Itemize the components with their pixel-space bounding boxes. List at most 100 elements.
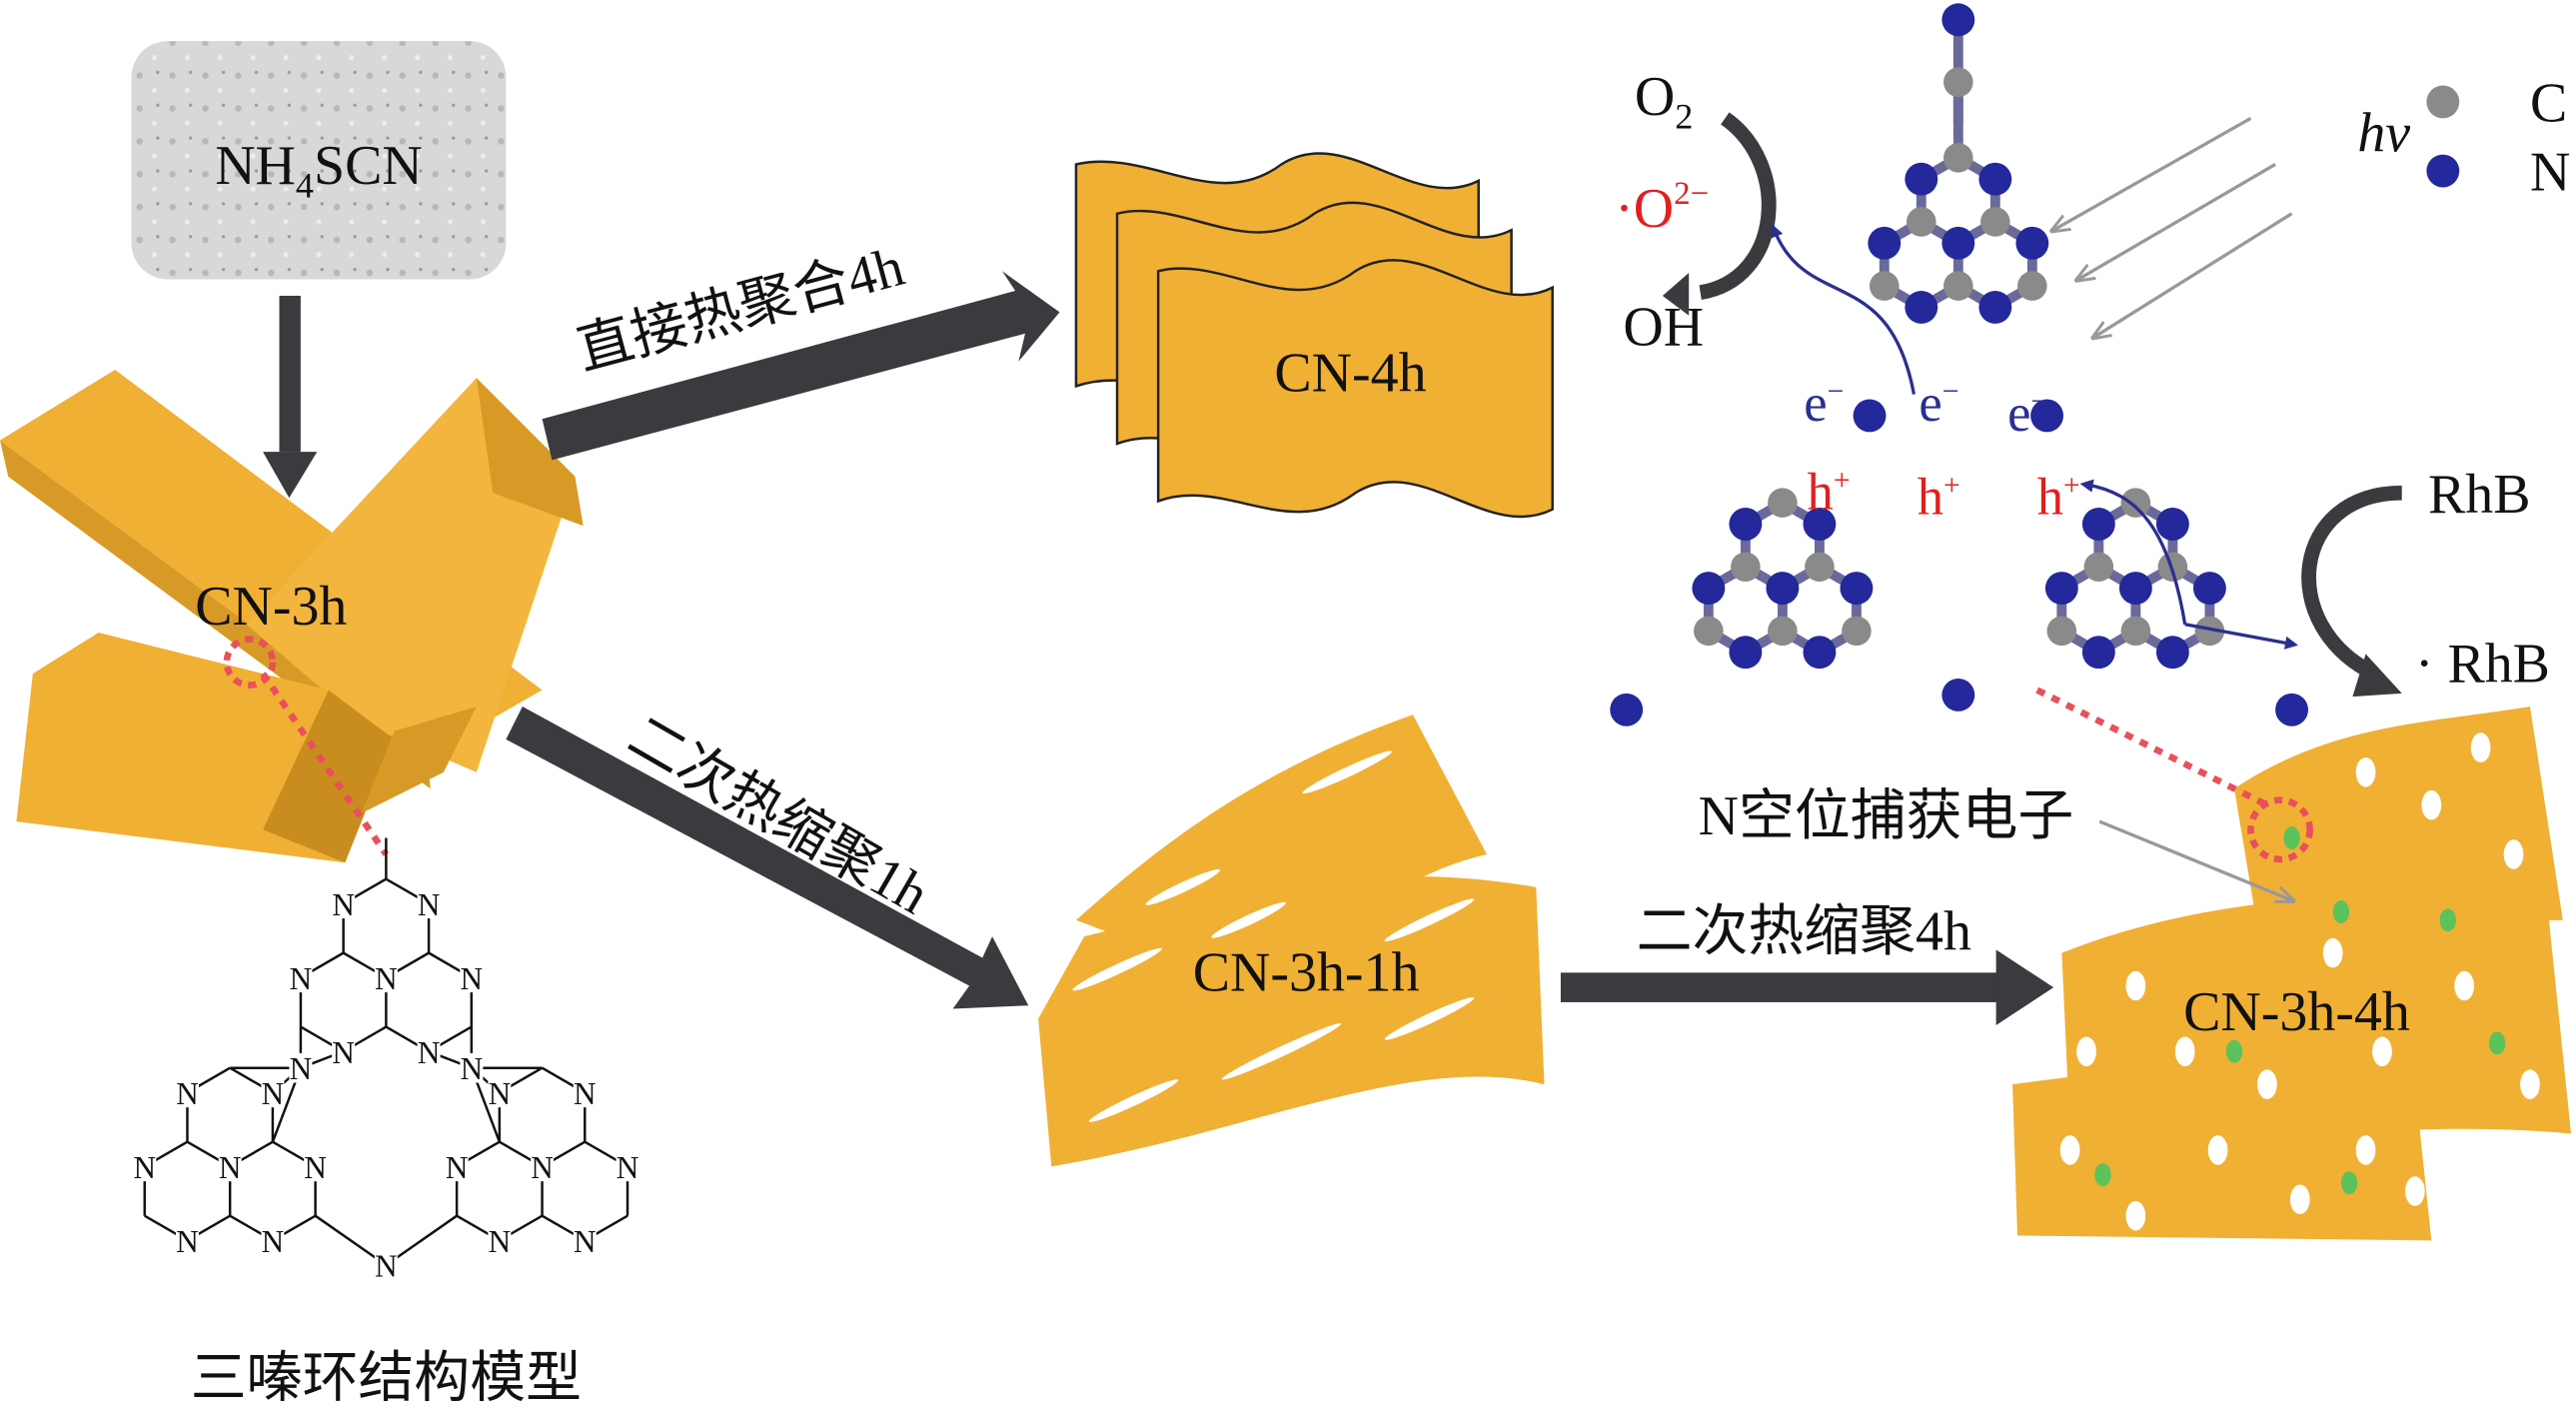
nitrogen-vacancy-dot xyxy=(2094,1163,2111,1187)
nitrogen-vacancy-dot xyxy=(2225,1039,2243,1063)
light-ray xyxy=(2078,163,2276,279)
label-bg xyxy=(417,888,441,919)
mechanism-labels: O2 ·O2− OH hν C N e− e− e− h+ h+ h+ RhB … xyxy=(1615,66,2570,900)
electron-label: e− xyxy=(1919,375,1958,433)
pore-slit xyxy=(1221,1023,1342,1080)
nitrogen-atom-label: N xyxy=(461,961,484,996)
nitrogen-atom xyxy=(2044,572,2078,606)
nitrogen-atom xyxy=(1766,572,1800,606)
pore-hole xyxy=(2207,1135,2228,1165)
nitrogen-atom xyxy=(1729,508,1763,541)
pore-slit xyxy=(1145,868,1221,905)
nitrogen-atom-label: N xyxy=(290,961,313,996)
structure-model-caption: 三嗪环结构模型 xyxy=(191,1348,582,1410)
nitrogen-atom-label: N xyxy=(332,887,355,922)
pore-slit xyxy=(1072,947,1162,991)
pore-slit xyxy=(1090,809,1210,866)
label-bg xyxy=(175,1077,199,1108)
cn3h-label: CN-3h xyxy=(195,576,347,638)
nitrogen-atom xyxy=(1978,291,2012,324)
nitrogen-atom-label: N xyxy=(574,1076,597,1111)
light-ray xyxy=(2053,116,2252,230)
nitrogen-atom xyxy=(1941,679,1975,711)
pore-hole xyxy=(2125,970,2146,1001)
carbon-atom xyxy=(2120,488,2151,518)
nitrogen-atom xyxy=(1729,636,1763,670)
nitrogen-atom-label: N xyxy=(290,1051,313,1086)
electron-label: e− xyxy=(1804,375,1844,433)
label-bg xyxy=(332,888,356,919)
nitrogen-vacancy-dot xyxy=(2439,908,2456,932)
g-c3n4-molecule xyxy=(1610,3,2309,726)
nitrogen-vacancy-dot xyxy=(2488,1031,2506,1055)
vacancy-dashed-link xyxy=(2035,687,2269,808)
carbon-atom xyxy=(1842,616,1872,647)
pore-hole xyxy=(2059,1135,2080,1165)
label-bg xyxy=(374,962,398,993)
pore-slit xyxy=(1196,747,1301,797)
hole-label: h+ xyxy=(2037,469,2080,527)
bond-line xyxy=(314,1214,388,1267)
carbon-atom xyxy=(1943,271,1973,301)
pore-hole xyxy=(2520,1069,2540,1099)
superoxide-label: ·O2− xyxy=(1615,176,1709,240)
nitrogen-atom xyxy=(2155,636,2189,670)
pore-slit xyxy=(1088,1079,1179,1122)
cn3h4h-sheets: CN-3h-4h xyxy=(2012,706,2572,1241)
pore-slit xyxy=(1384,898,1475,942)
carbon-atom xyxy=(1731,552,1761,583)
nitrogen-atom-label: N xyxy=(461,1051,484,1086)
nitrogen-atom-label: N xyxy=(262,1224,285,1259)
nitrogen-atom-label: N xyxy=(304,1150,327,1185)
legend-nitrogen-dot xyxy=(2426,154,2460,188)
label-bg xyxy=(175,1225,199,1256)
carbon-atom xyxy=(1906,207,1936,237)
nitrogen-atom-label: N xyxy=(489,1224,512,1259)
nitrogen-atom xyxy=(2030,399,2064,433)
carbon-atom xyxy=(1869,271,1900,301)
nitrogen-atom-label: N xyxy=(418,887,441,922)
nitrogen-atom xyxy=(1692,572,1726,606)
label-bg xyxy=(573,1077,597,1108)
nitrogen-vacancy-dot xyxy=(2340,1171,2358,1195)
nitrogen-atom-label: N xyxy=(176,1224,199,1259)
cn3h-blocks: CN-3h xyxy=(0,369,584,863)
nitrogen-atom-label: N xyxy=(375,1249,398,1284)
label-bg xyxy=(488,1225,512,1256)
light-hv-label: hν xyxy=(2357,102,2410,164)
carbon-atom xyxy=(2083,552,2114,583)
nitrogen-atom xyxy=(1840,572,1874,606)
nitrogen-atom-label: N xyxy=(574,1224,597,1259)
carbon-atom xyxy=(1980,207,2010,237)
carbon-atom xyxy=(2046,616,2077,647)
pore-hole xyxy=(2076,1036,2096,1067)
label-bg xyxy=(261,1225,285,1256)
nitrogen-atom xyxy=(1905,291,1938,324)
nitrogen-atom xyxy=(1941,226,1975,260)
label-bg xyxy=(573,1225,597,1256)
label-bg xyxy=(304,1151,328,1182)
rhb-degradation-curved-arrow xyxy=(2301,485,2402,681)
electron-label: e− xyxy=(2007,385,2047,443)
vacancy-pointer-arrow xyxy=(2098,819,2291,900)
carbon-atom xyxy=(1805,552,1835,583)
nitrogen-atom xyxy=(1803,636,1837,670)
nitrogen-atom xyxy=(2192,572,2226,606)
rhb-label: RhB xyxy=(2428,464,2531,526)
pore-hole xyxy=(2454,970,2475,1001)
nitrogen-atom xyxy=(1905,162,1938,196)
nitrogen-atom-label: N xyxy=(332,1035,355,1070)
nitrogen-atom-label: N xyxy=(617,1150,640,1185)
nitrogen-atom-label: N xyxy=(418,1035,441,1070)
carbon-atom xyxy=(1768,616,1798,647)
electron-transfer-arrow xyxy=(1771,224,1917,395)
carbon-atom xyxy=(1768,488,1798,518)
pore-slit xyxy=(1211,901,1286,938)
cn4h-sheets: CN-4h xyxy=(1074,152,1554,519)
legend-carbon-dot xyxy=(2426,85,2460,119)
rhb-radical-label: · RhB xyxy=(2415,633,2550,695)
pore-hole xyxy=(2470,732,2491,762)
nitrogen-vacancy-dot xyxy=(2332,900,2350,924)
label-bg xyxy=(374,1250,398,1280)
